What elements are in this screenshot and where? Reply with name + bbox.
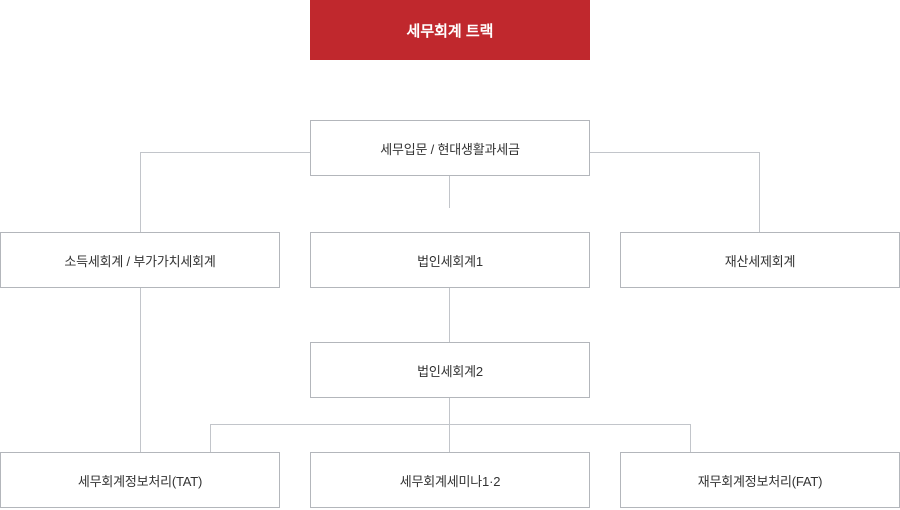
diagram-title: 세무회계 트랙	[310, 0, 590, 60]
connector-level1-down	[449, 176, 450, 208]
node-intro-tax[interactable]: 세무입문 / 현대생활과세금	[310, 120, 590, 176]
node-corporate-tax-1[interactable]: 법인세회계1	[310, 232, 590, 288]
connector-bus-right-down	[759, 152, 760, 232]
connector-bottom-bus	[210, 424, 690, 425]
connector-bus-left-down	[140, 152, 141, 232]
node-tat[interactable]: 세무회계정보처리(TAT)	[0, 452, 280, 508]
connector-corp1-corp2	[449, 288, 450, 342]
connector-left-long-down	[140, 288, 141, 452]
node-income-vat[interactable]: 소득세회계 / 부가가치세회계	[0, 232, 280, 288]
node-corporate-tax-2[interactable]: 법인세회계2	[310, 342, 590, 398]
connector-bottom-bus-right-down	[690, 424, 691, 452]
node-property-tax[interactable]: 재산세제회계	[620, 232, 900, 288]
connector-corp2-down	[449, 398, 450, 452]
node-seminar[interactable]: 세무회계세미나1·2	[310, 452, 590, 508]
connector-bottom-bus-left-down	[210, 424, 211, 452]
node-fat[interactable]: 재무회계정보처리(FAT)	[620, 452, 900, 508]
